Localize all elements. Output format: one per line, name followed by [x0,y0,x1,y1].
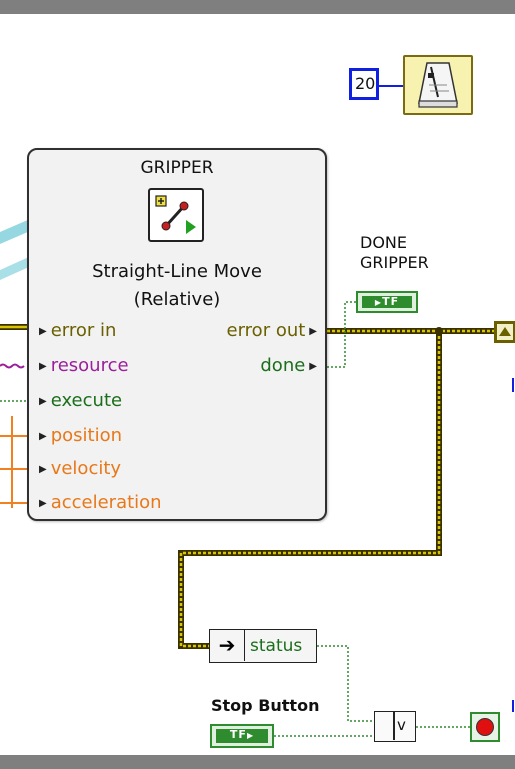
stop-terminal-icon [476,718,494,736]
resource-wire[interactable] [0,363,25,369]
error-branch-wire[interactable] [178,331,442,649]
terminal-resource[interactable]: ▶resource [39,355,129,376]
terminal-done[interactable]: done▶ [260,355,317,376]
stop-button-terminal[interactable]: TF▶ [210,724,274,748]
terminal-velocity[interactable]: ▶velocity [39,458,122,479]
tf-glyph: TF▶ [216,729,268,743]
cluster-terminal-icon[interactable] [494,321,515,343]
tf-glyph: ▶TF [362,296,412,308]
terminal-error-out[interactable]: error out▶ [226,320,317,341]
metronome-icon [418,62,458,108]
while-loop-frame-top [0,0,515,14]
wait-ms-constant[interactable]: 20 [349,68,379,100]
vi-title: GRIPPER [140,158,214,178]
straight-line-move-vi[interactable]: GRIPPER Straight-Line Move (Relative) ▶e… [27,148,327,521]
or-symbol: v [397,716,406,734]
terminal-position[interactable]: ▶position [39,425,122,446]
or-divider [393,712,395,740]
straight-line-move-icon [148,188,204,242]
vi-name: Straight-Line Move (Relative) [92,261,262,310]
stop-button-label: Stop Button [211,696,320,715]
loop-stop-terminal[interactable] [470,712,500,742]
done-gripper-label: DONE GRIPPER [360,233,429,272]
unbundle-by-name-node[interactable]: ➔ status [209,629,317,663]
done-gripper-indicator[interactable]: ▶TF [356,291,418,313]
or-function[interactable]: v [374,711,416,742]
terminal-execute[interactable]: ▶execute [39,390,123,411]
status-wire[interactable] [317,645,374,722]
terminal-error-in[interactable]: ▶error in [39,320,117,341]
wait-until-next-ms-multiple[interactable] [403,55,473,115]
done-wire[interactable] [327,301,356,368]
unbundle-arrow-icon: ➔ [210,630,245,661]
while-loop-frame-bottom [0,755,515,769]
terminal-acceleration[interactable]: ▶acceleration [39,492,162,513]
unbundle-status-label: status [250,636,303,656]
numeric-bus-wire[interactable] [0,416,30,508]
wire-junction [435,327,443,335]
